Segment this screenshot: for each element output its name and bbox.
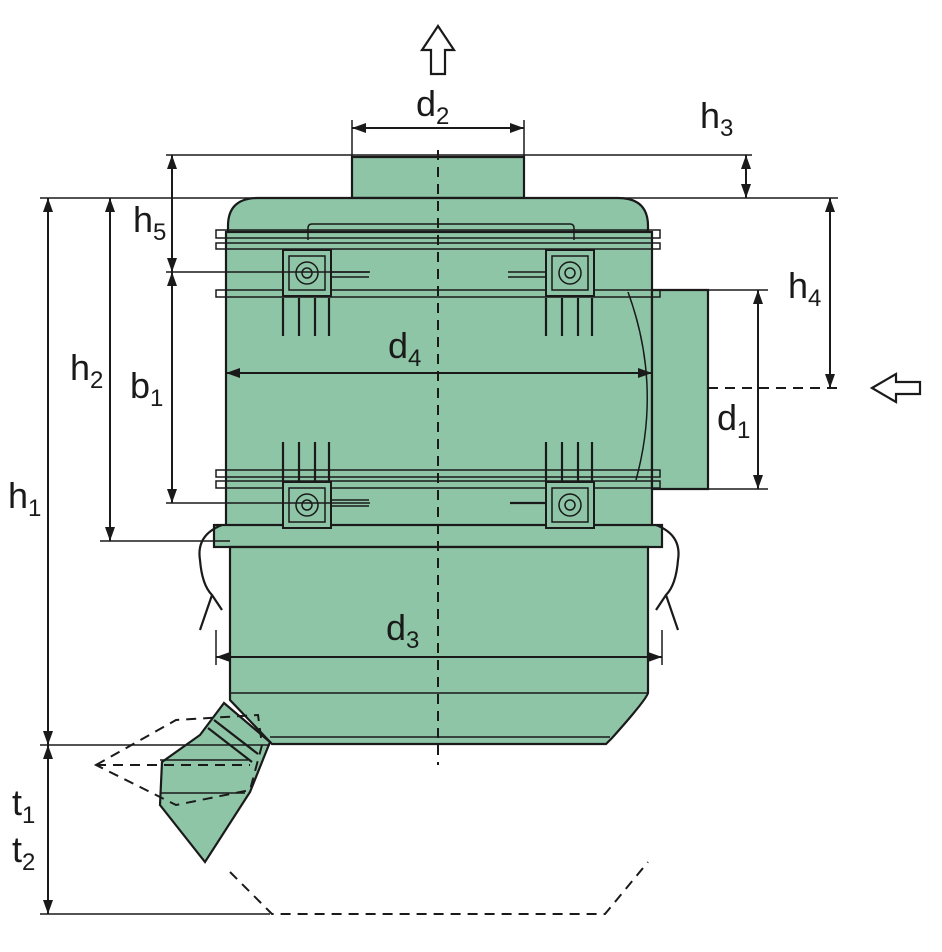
label-d2: d2 — [416, 83, 449, 130]
label-h3: h3 — [700, 95, 733, 142]
label-d1: d1 — [717, 397, 750, 444]
dimension-lines — [40, 120, 838, 915]
label-t2: t2 — [12, 829, 35, 876]
label-h1: h1 — [8, 475, 41, 522]
dim-d1 — [753, 290, 763, 489]
arrow-left-icon — [869, 372, 922, 404]
latch-lower-left — [281, 442, 369, 529]
arrow-up-icon — [419, 24, 457, 76]
side-inlet — [650, 288, 710, 491]
inlet-curve — [627, 291, 649, 481]
dim-h1 — [43, 198, 53, 745]
dimension-labels: d2 h3 h5 h4 h2 b1 d4 d1 h1 d3 t1 t2 — [8, 83, 821, 876]
dim-t — [43, 745, 53, 914]
band-handle — [307, 223, 575, 240]
dim-h3 — [741, 155, 751, 198]
filter-housing — [158, 155, 710, 864]
label-b1: b1 — [130, 365, 163, 412]
spring-clip-left — [198, 523, 223, 631]
dim-d4 — [226, 368, 652, 378]
dim-h4 — [825, 198, 835, 388]
spring-clip-right — [655, 523, 680, 631]
label-t1: t1 — [12, 782, 35, 829]
dim-d3 — [216, 652, 662, 662]
dust-valve — [158, 701, 272, 864]
dim-h2 — [105, 198, 115, 541]
service-clearance — [229, 861, 649, 915]
latch-lower-right — [510, 442, 595, 529]
dim-b1 — [167, 272, 177, 503]
valve-band-2 — [213, 719, 259, 755]
label-h4: h4 — [788, 265, 821, 312]
label-h5: h5 — [133, 199, 166, 246]
construction-lines — [93, 150, 840, 915]
label-h2: h2 — [70, 347, 103, 394]
dim-h5 — [167, 155, 177, 272]
latch-upper-right — [508, 249, 595, 336]
label-d3: d3 — [386, 607, 419, 654]
label-d4: d4 — [388, 325, 421, 372]
dim-d2 — [352, 123, 524, 133]
